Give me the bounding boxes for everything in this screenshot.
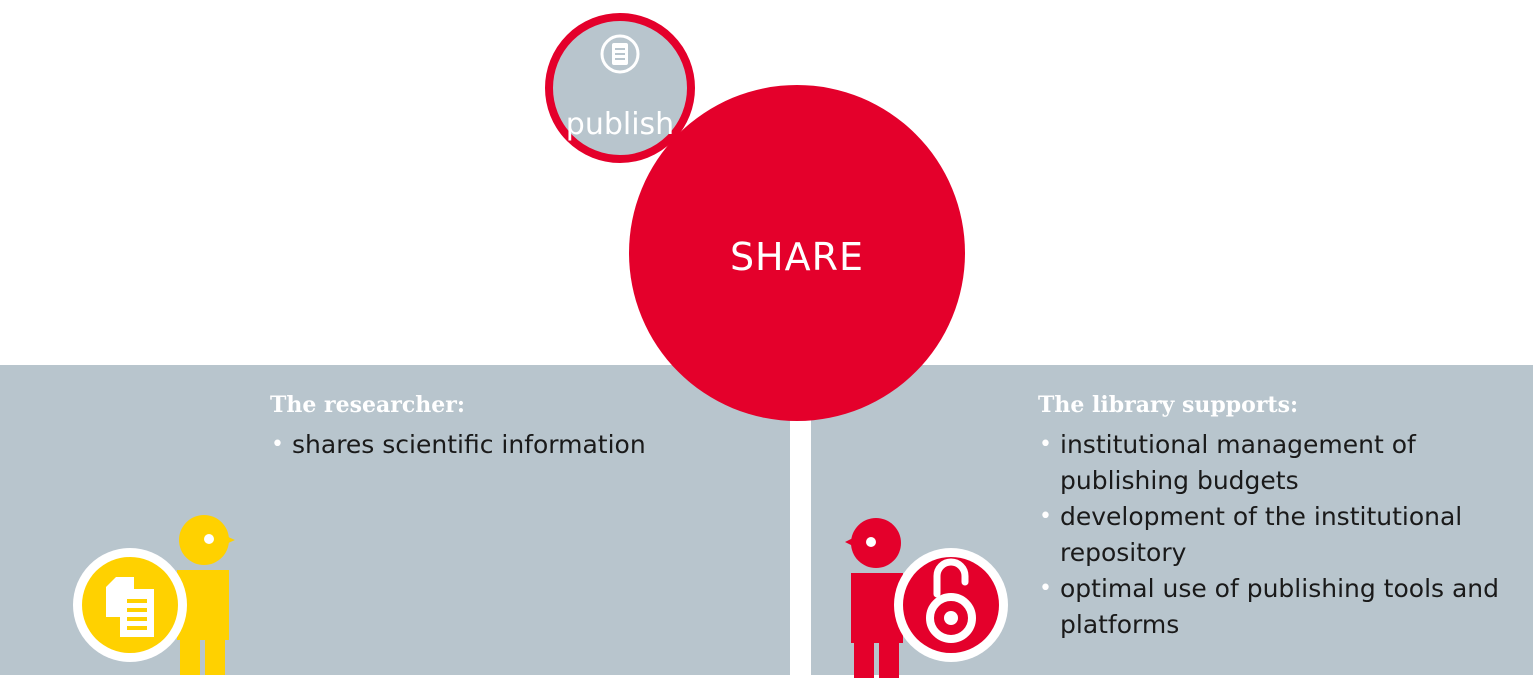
researcher-panel: The researcher: shares scientific inform… [0,365,790,675]
library-item: institutional management of publishing b… [1038,427,1518,499]
researcher-person-icon [177,515,235,675]
publish-label: publish [565,107,675,142]
library-panel: The library supports: institutional mana… [811,365,1533,678]
researcher-item: shares scientific information [270,427,770,463]
share-circle: SHARE [629,85,965,421]
library-item: optimal use of publishing tools and plat… [1038,571,1518,643]
library-figure [845,518,1008,678]
library-item: development of the institutional reposit… [1038,499,1518,571]
library-heading: The library supports: [1038,392,1299,418]
documents-icon [73,548,187,662]
library-list: institutional management of publishing b… [1038,427,1518,643]
open-access-icon [894,548,1008,662]
share-label: SHARE [729,235,865,279]
researcher-figure [73,515,235,675]
researcher-list: shares scientific information [270,427,770,463]
librarian-person-icon [845,518,903,678]
publish-circle: publish [545,13,695,163]
researcher-heading: The researcher: [270,392,465,418]
document-icon [600,34,640,74]
